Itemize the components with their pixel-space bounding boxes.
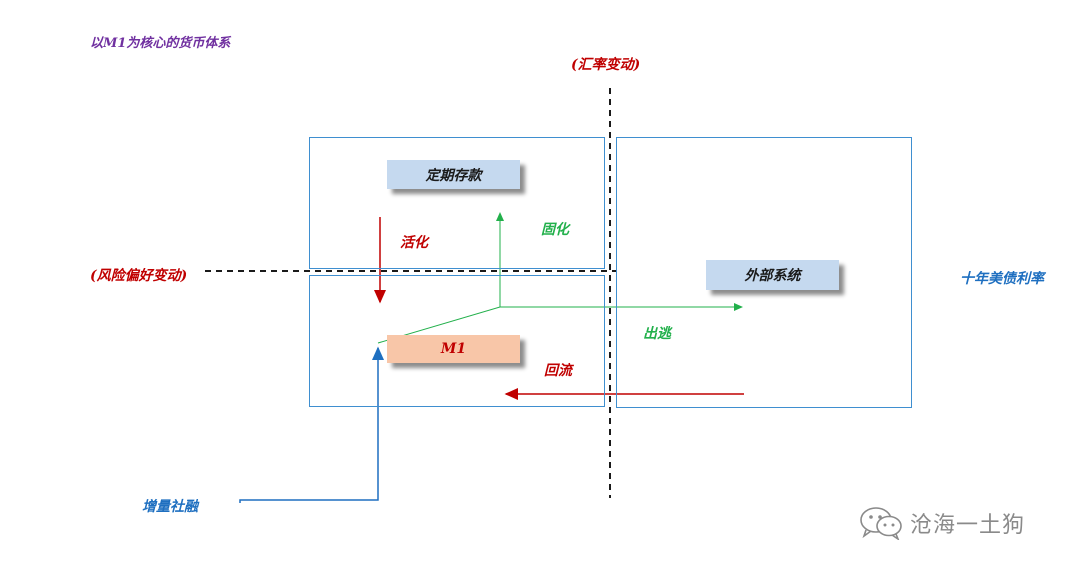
deposit-system-box [309,137,605,269]
risk-change-label: (风险偏好变动) [90,268,188,284]
watermark: 沧海一土狗 [858,506,1025,540]
money-system-box [309,275,605,407]
fx-change-label: (汇率变动) [571,57,641,73]
watermark-text: 沧海一土狗 [910,513,1026,538]
m1-node: M1 [387,335,520,363]
m1-label: M1 [440,341,467,357]
social-financing-label: 增量社融 [142,499,198,515]
diagram-title: 以M1为核心的货币体系 [90,36,231,51]
treasury-rate-label: 十年美债利率 [960,271,1044,287]
outflow-label: 出逃 [643,326,671,342]
term-deposit-node: 定期存款 [387,160,520,189]
external-system-box [616,137,912,408]
return-flow-label: 回流 [544,363,572,379]
activate-label: 活化 [400,235,428,251]
solidify-label: 固化 [541,222,569,238]
social-financing-arrow [239,346,384,503]
wechat-icon [860,507,902,540]
term-deposit-label: 定期存款 [425,167,482,184]
external-label: 外部系统 [744,268,801,284]
external-node: 外部系统 [706,260,839,290]
